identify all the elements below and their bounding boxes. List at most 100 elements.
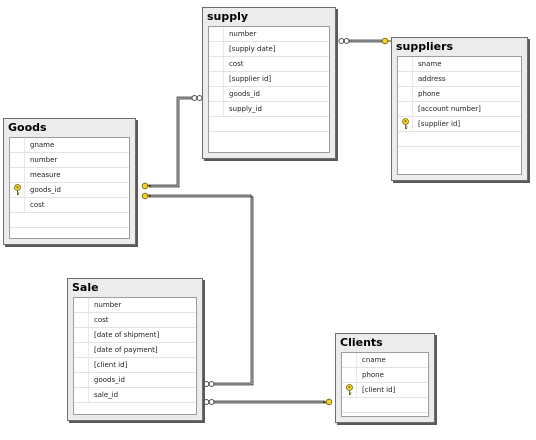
column-name: cname [362,356,386,364]
key-icon [141,182,151,190]
column-name: address [418,75,446,83]
column-row[interactable]: number [10,153,129,168]
column-name: goods_id [229,90,260,98]
column-row[interactable]: goods_id [10,183,129,198]
infinity-icon [203,399,215,405]
key-icon [141,192,151,200]
relationship-supply-goods[interactable] [147,96,197,188]
column-row[interactable]: address [398,72,521,87]
column-grid: number [supply date] cost [supplier id] good… [208,26,330,153]
key-cell [342,353,357,367]
key-cell [74,298,89,312]
column-name: [date of shipment] [94,331,160,339]
column-grid: cname phone [client id] [341,352,429,417]
key-cell [209,102,224,116]
key-icon [323,398,333,406]
key-cell [209,57,224,71]
infinity-icon [203,381,215,387]
table-title[interactable]: Goods [8,121,47,134]
column-row[interactable]: goods_id [74,373,196,388]
column-name: [supply date] [229,45,276,53]
column-row[interactable]: sale_id [74,388,196,403]
key-cell [74,358,89,372]
column-row[interactable]: phone [342,368,428,383]
column-row[interactable]: gname [10,138,129,153]
table-suppliers[interactable]: suppliers sname address phone [account numbe… [391,37,528,181]
column-name: [supplier id] [418,120,461,128]
column-row[interactable]: [supplier id] [209,72,329,87]
column-name: sname [418,60,442,68]
column-name: goods_id [30,186,61,194]
relationship-sale-clients[interactable] [209,400,327,404]
key-cell [209,72,224,86]
table-title[interactable]: Clients [340,336,383,349]
column-name: [date of payment] [94,346,158,354]
column-row[interactable]: cost [209,57,329,72]
primary-key-icon [14,184,21,196]
key-cell [74,388,89,402]
empty-row [10,213,129,228]
column-row[interactable]: [account number] [398,102,521,117]
column-name: [supplier id] [229,75,272,83]
key-cell [398,117,413,131]
primary-key-icon [346,384,353,396]
table-title[interactable]: supply [207,10,249,23]
key-cell [398,102,413,116]
empty-row [209,117,329,132]
column-row[interactable]: cost [74,313,196,328]
column-row[interactable]: [client id] [74,358,196,373]
column-name: measure [30,171,61,179]
column-row[interactable]: [supplier id] [398,117,521,132]
key-cell [10,153,25,167]
empty-row [398,132,521,147]
column-name: [account number] [418,105,481,113]
column-name: supply_id [229,105,262,113]
column-row[interactable]: [date of payment] [74,343,196,358]
column-name: number [30,156,58,164]
column-row[interactable]: goods_id [209,87,329,102]
key-cell [10,183,25,197]
key-icon [381,37,391,45]
key-cell [10,198,25,212]
column-row[interactable]: sname [398,57,521,72]
column-grid: number cost [date of shipment] [date of pay… [73,297,197,418]
column-name: number [94,301,122,309]
key-cell [10,138,25,152]
column-name: gname [30,141,55,149]
column-name: cost [94,316,109,324]
column-row[interactable]: cname [342,353,428,368]
column-row[interactable]: phone [398,87,521,102]
key-cell [74,313,89,327]
table-supply[interactable]: supply number [supply date] cost [supplier i… [202,7,336,159]
table-clients[interactable]: Clients cname phone [client id] [335,333,435,423]
column-row[interactable]: number [74,298,196,313]
empty-row [74,403,196,418]
key-cell [10,168,25,182]
column-row[interactable]: measure [10,168,129,183]
column-row[interactable]: cost [10,198,129,213]
column-name: sale_id [94,391,119,399]
key-cell [74,373,89,387]
key-cell [398,87,413,101]
infinity-icon [191,95,203,101]
key-cell [74,343,89,357]
table-title[interactable]: Sale [72,281,99,294]
column-row[interactable]: [supply date] [209,42,329,57]
table-title[interactable]: suppliers [396,40,454,53]
column-row[interactable]: supply_id [209,102,329,117]
key-cell [398,72,413,86]
column-row[interactable]: number [209,27,329,42]
relationship-sale-goods[interactable] [147,194,254,386]
column-row[interactable]: [date of shipment] [74,328,196,343]
column-name: cost [30,201,45,209]
table-sale[interactable]: Sale number cost [date of shipment] [date of… [67,278,203,421]
column-row[interactable]: [client id] [342,383,428,398]
column-name: phone [362,371,384,379]
column-name: cost [229,60,244,68]
key-cell [74,328,89,342]
key-cell [342,368,357,382]
empty-row [342,398,428,413]
